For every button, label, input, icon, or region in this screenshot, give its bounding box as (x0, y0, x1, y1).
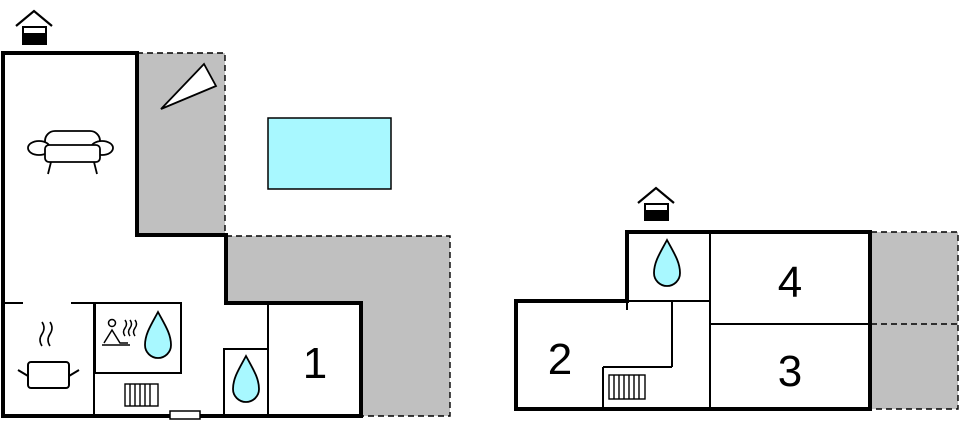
sauna-icon (102, 318, 138, 346)
water-drop-icon (653, 238, 681, 287)
water-drop-icon (144, 310, 172, 359)
door-icon (169, 410, 201, 420)
radiator-icon (124, 383, 159, 407)
water-drop-icon (232, 354, 260, 403)
upper-interior-walls (602, 232, 870, 409)
radiator-icon (608, 374, 646, 400)
balcony (871, 232, 958, 409)
room-number-4: 4 (778, 258, 802, 307)
room-number-2: 2 (548, 335, 572, 384)
terrace-lower (226, 236, 450, 416)
room-number-3: 3 (778, 347, 802, 396)
kitchen-pot-icon (17, 321, 80, 389)
house-entrance-icon (637, 186, 675, 221)
sofa-icon (27, 130, 114, 175)
interior-walls (3, 302, 269, 417)
room-number-1: 1 (303, 339, 327, 388)
pool (267, 117, 392, 190)
triangle-sunbed-icon (160, 62, 218, 110)
balcony-outline (871, 231, 959, 410)
house-entrance-icon (15, 9, 53, 45)
terrace-outline (137, 52, 451, 417)
ground-floor-outline (1, 51, 363, 418)
